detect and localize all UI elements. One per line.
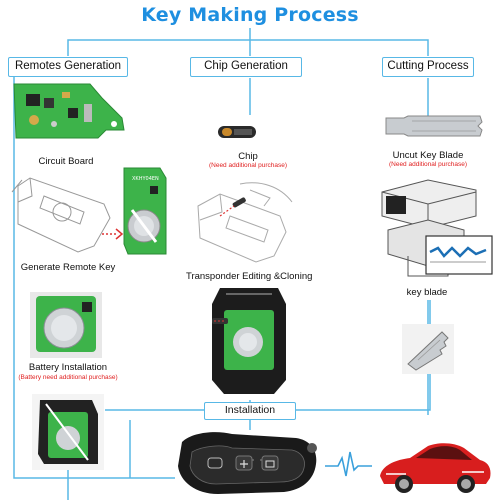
key-cutting-machine-image (368, 176, 494, 286)
pcb-model-text: XKHY04EN (132, 176, 159, 182)
transponder-cloning-sketch (180, 176, 300, 268)
header-cutting-process: Cutting Process (382, 57, 474, 77)
cut-key-blade-image (402, 324, 454, 374)
insert-arrow-icon (100, 226, 124, 242)
finished-flip-key-image (172, 428, 322, 500)
circuit-board-image (10, 80, 130, 140)
header-chip-generation: Chip Generation (190, 57, 302, 77)
pulse-line (325, 452, 372, 476)
page-title: Key Making Process (0, 4, 500, 26)
note-chip-purchase: (Need additional purchase) (190, 162, 306, 169)
label-generate-remote-key: Generate Remote Key (10, 262, 126, 273)
box-installation: Installation (204, 402, 296, 420)
label-battery-installation: Battery Installation (10, 362, 126, 373)
installed-key-image (32, 394, 104, 470)
note-uncut-purchase: (Need additional purchase) (370, 161, 486, 168)
label-uncut-key-blade: Uncut Key Blade (378, 150, 478, 161)
label-transponder-editing: Transponder Editing &Cloning (186, 271, 310, 282)
pcb-with-battery-image: XKHY04EN (120, 164, 170, 260)
chip-image (216, 124, 258, 140)
label-key-blade: key blade (392, 287, 462, 298)
red-car-image (376, 436, 494, 496)
label-circuit-board: Circuit Board (18, 156, 114, 167)
label-chip: Chip (200, 151, 296, 162)
header-remotes-generation: Remotes Generation (8, 57, 128, 77)
battery-installation-image (30, 292, 102, 358)
note-battery-purchase: (Battery need additional purchase) (4, 374, 132, 381)
uncut-key-blade-image (384, 112, 484, 140)
flip-key-open-image (208, 284, 290, 398)
